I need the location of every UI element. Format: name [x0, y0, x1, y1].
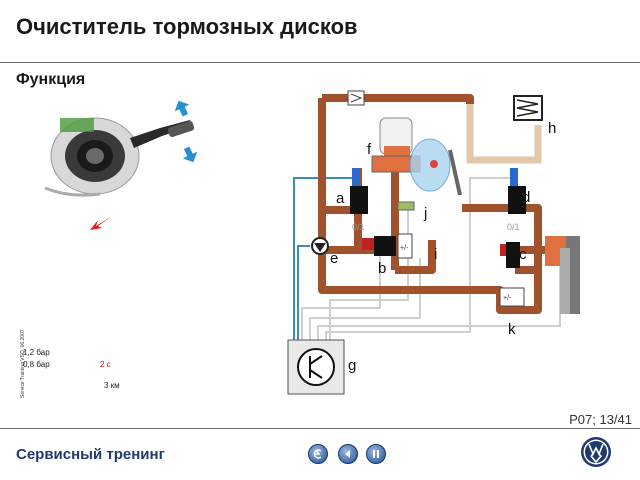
label-k: k: [508, 321, 516, 338]
footer-text: Сервисный тренинг: [16, 446, 165, 463]
blue-arrow-up-icon: [174, 100, 190, 117]
valve-c-plusminus: +/-: [503, 295, 512, 302]
label-i: i: [434, 246, 437, 263]
valve-d-state: 0/1: [507, 222, 520, 232]
label-g: g: [348, 357, 356, 374]
label-e: e: [330, 250, 338, 267]
back-icon: [313, 449, 322, 459]
label-d: d: [522, 189, 530, 206]
pressure-readout-1: 1,2 бар: [23, 348, 50, 357]
page-title: Очиститель тормозных дисков: [16, 14, 358, 39]
section-title: Функция: [16, 71, 86, 88]
spring-accumulator: [513, 95, 543, 121]
control-unit: [287, 339, 345, 395]
header-divider: [0, 62, 640, 63]
check-valve-icon: [350, 93, 363, 103]
red-arrow-icon: [90, 216, 112, 230]
back-button[interactable]: [308, 444, 328, 464]
label-j: j: [423, 205, 427, 222]
pause-icon: [373, 450, 379, 458]
prev-icon: [345, 450, 350, 458]
pause-button[interactable]: [366, 444, 386, 464]
prev-button[interactable]: [338, 444, 358, 464]
label-b: b: [378, 260, 386, 277]
label-a: a: [336, 190, 345, 207]
vw-logo-icon: [581, 437, 611, 467]
valve-d: [508, 168, 526, 214]
control-wires: [293, 177, 352, 340]
pump-icon: [314, 243, 326, 252]
valve-c: [499, 242, 525, 307]
distance-readout: 3 км: [104, 381, 120, 390]
blue-arrow-down-icon: [182, 146, 198, 163]
label-f: f: [367, 141, 372, 158]
valve-a: [350, 168, 368, 214]
sensor-j: [397, 201, 415, 211]
pressure-readout-2: 0,8 бар: [23, 360, 50, 369]
footer-divider: [0, 428, 640, 429]
steering-switch-illustration: [44, 117, 195, 197]
valve-b-plusminus: +/-: [400, 245, 409, 252]
label-c: c: [519, 246, 527, 263]
page-number: P07; 13/41: [569, 412, 632, 427]
valve-a-state: 0/1: [352, 222, 365, 232]
reservoir-pipe: [466, 100, 542, 164]
label-h: h: [548, 120, 556, 137]
master-cylinder: [371, 117, 462, 196]
time-readout: 2 с: [100, 360, 111, 369]
valve-b: [362, 233, 413, 259]
brake-disc: [545, 236, 580, 314]
